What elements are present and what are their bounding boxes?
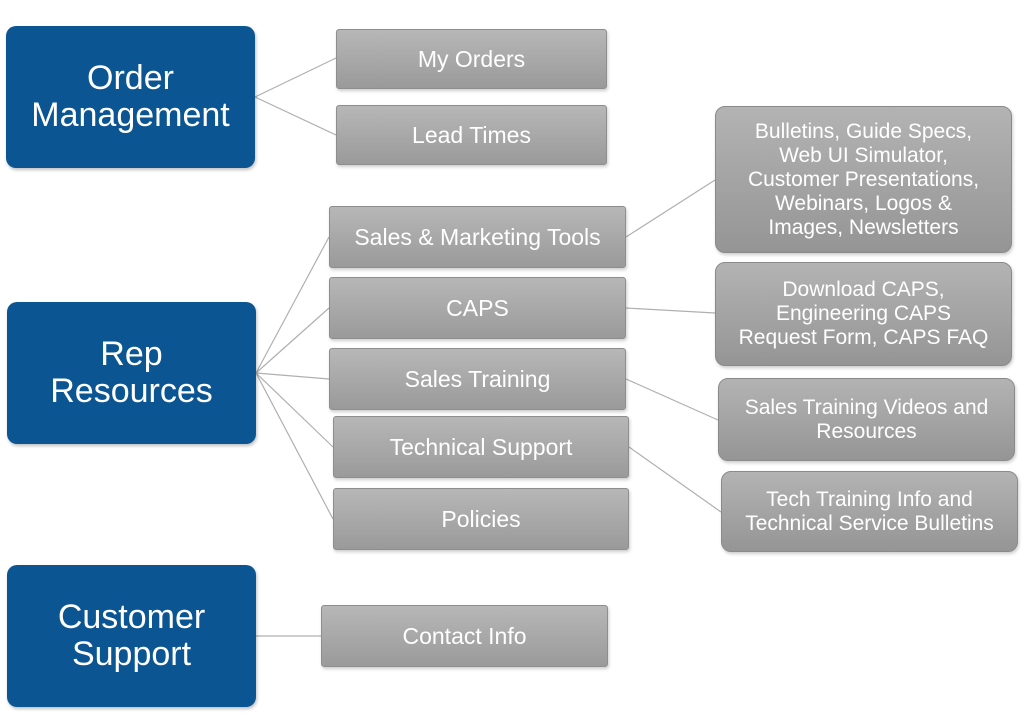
connector-rep-technical-support bbox=[255, 372, 334, 448]
rep-resources-label: Rep Resources bbox=[50, 335, 213, 410]
order-management-node[interactable]: Order Management bbox=[6, 26, 255, 168]
technical-support-detail-label: Tech Training Info and Technical Service… bbox=[745, 487, 994, 535]
connector-sales-marketing-detail bbox=[625, 179, 716, 238]
policies-label: Policies bbox=[441, 506, 521, 532]
my-orders-label: My Orders bbox=[417, 46, 526, 72]
connector-rep-policies bbox=[255, 372, 334, 520]
sales-training-detail-label: Sales Training Videos and Resources bbox=[744, 395, 989, 443]
connector-technical-support-detail bbox=[628, 446, 722, 513]
sales-marketing-tools-node[interactable]: Sales & Marketing Tools bbox=[329, 206, 626, 268]
connector-sales-training-detail bbox=[625, 378, 719, 421]
sales-marketing-tools-label: Sales & Marketing Tools bbox=[354, 224, 601, 250]
caps-detail-node[interactable]: Download CAPS, Engineering CAPS Request … bbox=[715, 262, 1012, 366]
customer-support-node[interactable]: Customer Support bbox=[7, 565, 256, 707]
connector-order-my-orders bbox=[254, 57, 337, 98]
sales-marketing-detail-label: Bulletins, Guide Specs, Web UI Simulator… bbox=[747, 119, 980, 239]
lead-times-node[interactable]: Lead Times bbox=[336, 105, 607, 165]
technical-support-label: Technical Support bbox=[389, 434, 573, 460]
order-management-label: Order Management bbox=[31, 59, 230, 134]
caps-label: CAPS bbox=[446, 295, 509, 321]
contact-info-node[interactable]: Contact Info bbox=[321, 605, 608, 667]
connector-rep-caps bbox=[255, 307, 330, 374]
my-orders-node[interactable]: My Orders bbox=[336, 29, 607, 89]
caps-detail-label: Download CAPS, Engineering CAPS Request … bbox=[738, 278, 989, 349]
policies-node[interactable]: Policies bbox=[333, 488, 629, 550]
sales-training-node[interactable]: Sales Training bbox=[329, 348, 626, 410]
sales-marketing-detail-node[interactable]: Bulletins, Guide Specs, Web UI Simulator… bbox=[715, 106, 1012, 253]
connector-caps-detail bbox=[625, 307, 716, 314]
connector-rep-sales-training bbox=[255, 372, 330, 380]
technical-support-node[interactable]: Technical Support bbox=[333, 416, 629, 478]
connector-order-lead-times bbox=[254, 96, 337, 136]
lead-times-label: Lead Times bbox=[412, 122, 531, 148]
rep-resources-node[interactable]: Rep Resources bbox=[7, 302, 256, 444]
contact-info-label: Contact Info bbox=[402, 623, 527, 649]
sales-training-label: Sales Training bbox=[404, 366, 551, 392]
technical-support-detail-node[interactable]: Tech Training Info and Technical Service… bbox=[721, 471, 1018, 552]
customer-support-label: Customer Support bbox=[57, 598, 206, 673]
connector-rep-sales-marketing bbox=[255, 236, 330, 374]
caps-node[interactable]: CAPS bbox=[329, 277, 626, 339]
sales-training-detail-node[interactable]: Sales Training Videos and Resources bbox=[718, 378, 1015, 461]
